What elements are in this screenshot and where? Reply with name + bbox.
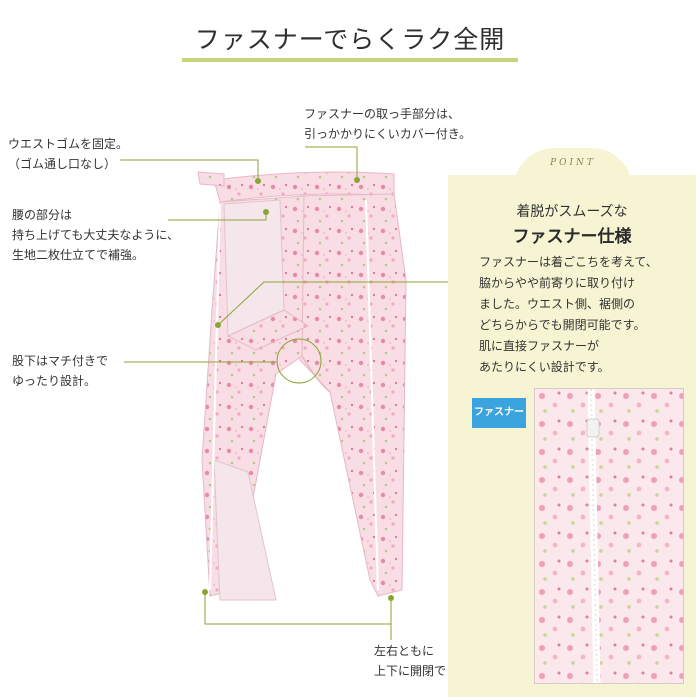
callout-zipper-pull-line1: ファスナーの取っ手部分は、 — [304, 107, 461, 121]
point-body-line5: 肌に直接ファスナーが — [479, 339, 600, 353]
page-title: ファスナーでらくラク全開 — [194, 25, 506, 54]
point-body-line6: あたりにくい設計です。 — [479, 360, 610, 374]
point-body-line1: ファスナーは着ごこちを考えて、 — [479, 255, 658, 269]
point-label: POINT — [550, 158, 596, 168]
zipper-closeup-image — [534, 388, 684, 684]
pants-illustration — [197, 171, 407, 601]
point-body-line2: 脇からやや前寄りに取り付け — [479, 276, 636, 290]
callout-hip-line1: 腰の部分は — [12, 208, 73, 222]
point-heading-line2: ファスナー仕様 — [512, 227, 632, 247]
callout-zipper-pull: ファスナーの取っ手部分は、 引っかかりにくいカバー付き。 — [304, 104, 471, 144]
callout-crotch: 股下はマチ付きで ゆったり設計。 — [12, 351, 108, 391]
callout-waist-line2: （ゴム通し口なし） — [8, 157, 117, 171]
callout-hip: 腰の部分は 持ち上げても大丈夫なように、 生地二枚仕立てで補強。 — [12, 205, 179, 265]
zipper-closeup-illustration — [535, 389, 683, 683]
callout-hem-line1: 左右ともに — [374, 644, 435, 658]
point-body-line3: ました。ウエスト側、裾側の — [479, 297, 636, 311]
point-heading-line1: 着脱がスムーズな — [516, 204, 628, 220]
callout-hip-line3: 生地二枚仕立てで補強。 — [12, 248, 145, 262]
point-body-line4: どちらからでも開閉可能です。 — [479, 318, 646, 332]
callout-zipper-pull-line2: 引っかかりにくいカバー付き。 — [304, 127, 472, 141]
callout-crotch-line1: 股下はマチ付きで — [12, 354, 109, 368]
zipper-badge: ファスナー — [472, 398, 526, 428]
callout-crotch-line2: ゆったり設計。 — [12, 374, 97, 388]
callout-waist: ウエストゴムを固定。 （ゴム通し口なし） — [8, 134, 128, 174]
callout-hip-line2: 持ち上げても大丈夫なように、 — [12, 228, 180, 242]
title-underline — [182, 58, 518, 62]
point-body: ファスナーは着ごこちを考えて、 脇からやや前寄りに取り付け ました。ウエスト側、… — [479, 252, 679, 378]
callout-waist-line1: ウエストゴムを固定。 — [8, 137, 129, 151]
